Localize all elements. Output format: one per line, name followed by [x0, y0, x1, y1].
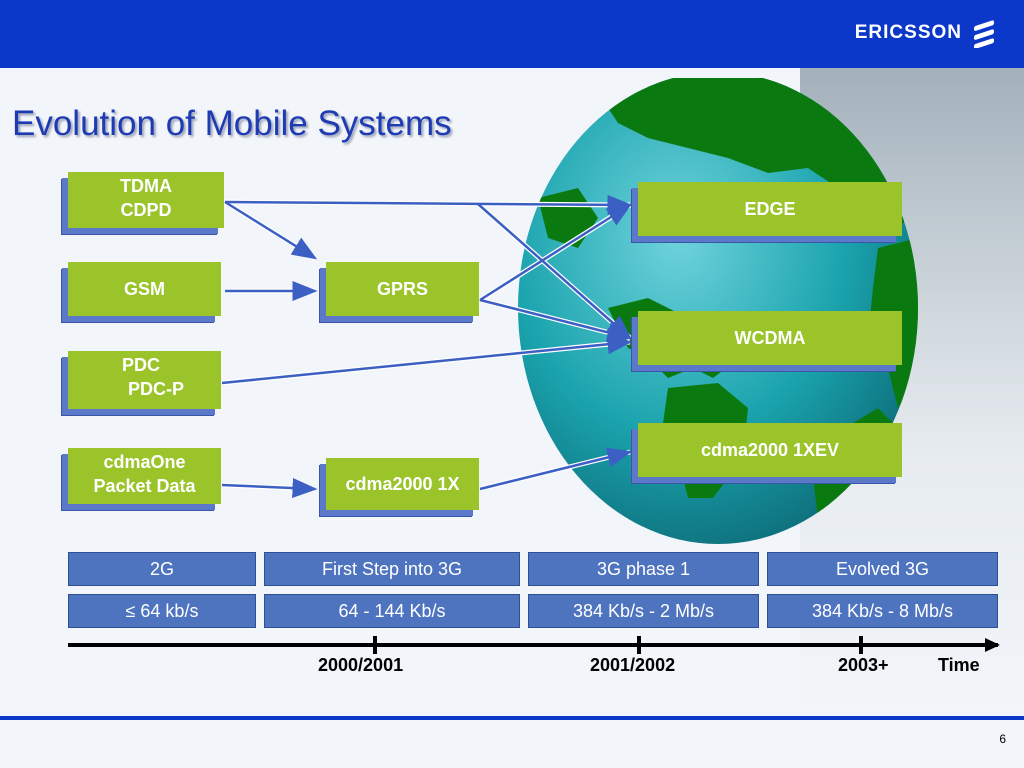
- box-line: TDMA: [120, 176, 172, 196]
- box-line: cdma2000 1X: [345, 474, 460, 494]
- timeline-axis-label: Time: [938, 655, 980, 675]
- brand-logo: ERICSSON: [855, 18, 996, 48]
- box-line: WCDMA: [734, 328, 806, 348]
- box-pdc: PDC PDC-P: [68, 351, 221, 409]
- arrow-gprs-edge: [479, 203, 633, 302]
- arrow-tdma-wcdma: [477, 203, 632, 340]
- box-line: CDPD: [120, 200, 172, 220]
- box-line: PDC-P: [128, 379, 185, 399]
- generation-cell: 2G: [68, 552, 256, 586]
- generation-cell: 3G phase 1: [528, 552, 759, 586]
- rate-cell: 64 - 144 Kb/s: [264, 594, 520, 628]
- arrow-cdma1x-1xev: [479, 447, 633, 491]
- box-line: PDC: [122, 355, 161, 375]
- brand-name: ERICSSON: [854, 22, 962, 43]
- box-edge: EDGE: [638, 182, 902, 236]
- box-line: cdma2000 1XEV: [700, 440, 840, 460]
- box-cdma2000-1x: cdma2000 1X: [326, 458, 479, 510]
- arrow-pdc-wcdma: [221, 334, 633, 385]
- box-line: GSM: [123, 279, 165, 299]
- box-wcdma: WCDMA: [638, 311, 902, 365]
- box-gprs: GPRS: [326, 262, 479, 316]
- timeline-tick-label: 2000/2001: [318, 655, 404, 675]
- generation-cell: First Step into 3G: [264, 552, 520, 586]
- timeline-axis: [68, 636, 1000, 654]
- timeline-tick-label: 2001/2002: [590, 655, 676, 675]
- timeline-tick-label: 2003+: [838, 655, 889, 675]
- footer-bar: [0, 716, 1024, 720]
- rate-cell: 384 Kb/s - 2 Mb/s: [528, 594, 759, 628]
- header-bar: ERICSSON: [0, 0, 1024, 68]
- box-line: Packet Data: [93, 476, 196, 496]
- generation-cell: Evolved 3G: [767, 552, 998, 586]
- box-tdma-cdpd: TDMA CDPD: [68, 172, 224, 228]
- box-cdmaone: cdmaOne Packet Data: [68, 448, 221, 504]
- arrow-cdmaone-cdma1x: [221, 478, 318, 499]
- slide-title: Evolution of Mobile Systems: [12, 104, 452, 143]
- ericsson-mark-icon: [974, 20, 994, 48]
- box-gsm: GSM: [68, 262, 221, 316]
- arrow-tdma-edge: [224, 194, 633, 215]
- rate-cell: 384 Kb/s - 8 Mb/s: [767, 594, 998, 628]
- rate-cell: ≤ 64 kb/s: [68, 594, 256, 628]
- evolution-arrows: [221, 194, 633, 499]
- box-cdma2000-1xev: cdma2000 1XEV: [638, 423, 902, 477]
- arrow-tdma-gprs: [224, 200, 318, 260]
- page-number: 6: [999, 732, 1006, 746]
- box-line: GPRS: [376, 279, 428, 299]
- box-line: EDGE: [744, 199, 796, 219]
- box-line: cdmaOne: [103, 452, 186, 472]
- arrow-gprs-wcdma: [479, 298, 633, 343]
